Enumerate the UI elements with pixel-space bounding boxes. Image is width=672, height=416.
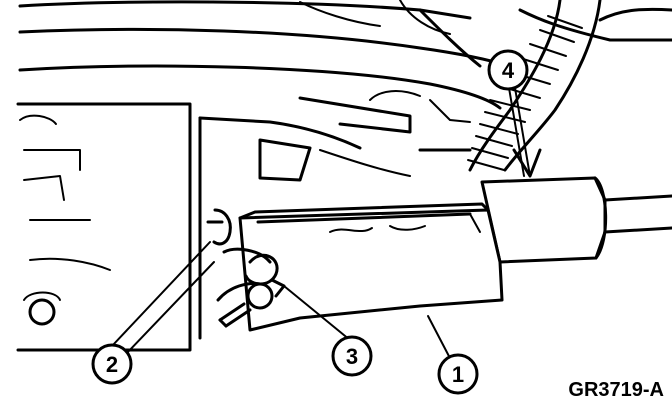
connector-boot: [480, 176, 672, 264]
linkage-details: [258, 90, 472, 182]
upper-frame: [18, 0, 672, 110]
callout-2: 2: [91, 343, 133, 385]
figure-code: GR3719-A: [568, 379, 664, 401]
retainer-clip: [206, 208, 279, 328]
callout-4: 4: [487, 49, 529, 91]
callout-4-label: 4: [502, 58, 515, 83]
callout-3-label: 3: [346, 344, 358, 369]
callout-2-label: 2: [106, 352, 118, 377]
wiring-loom: [467, 0, 602, 172]
callout-1: 1: [437, 353, 479, 395]
callout-1-label: 1: [452, 362, 464, 387]
cable-housing: [238, 202, 504, 332]
callout-3: 3: [331, 335, 373, 377]
leader-lines: [111, 81, 542, 363]
